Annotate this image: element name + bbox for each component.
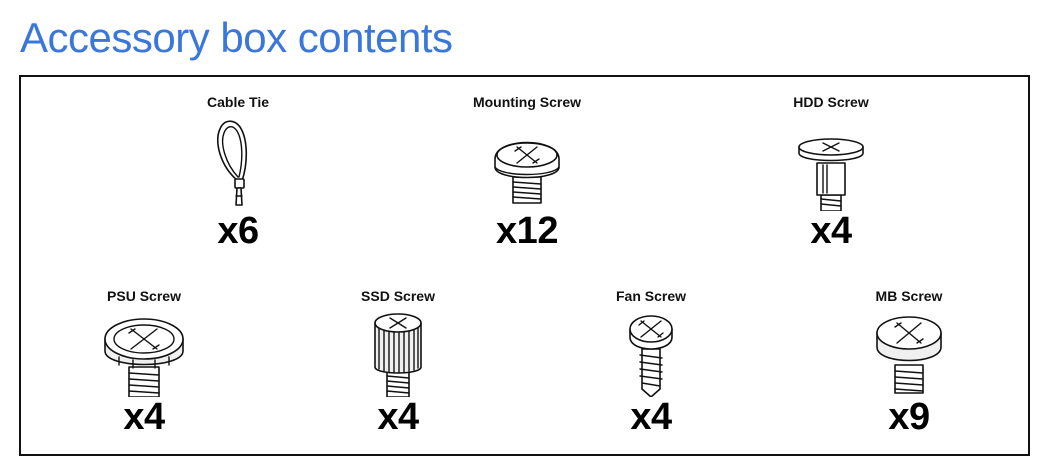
item-mb-screw: MB Screw x9 [799, 287, 1019, 437]
item-quantity: x4 [630, 396, 672, 438]
item-label: Cable Tie [207, 94, 269, 110]
item-label: Fan Screw [615, 288, 687, 304]
item-hdd-screw: HDD Screw x4 [721, 93, 941, 251]
item-label: HDD Screw [793, 94, 869, 110]
item-mounting-screw: Mounting Screw x12 [417, 93, 637, 251]
item-label: Mounting Screw [472, 94, 582, 110]
accessory-box: Cable Tie x6 Mounting Screw x12 HDD Scre… [19, 75, 1030, 456]
hdd-screw-icon [798, 138, 864, 211]
item-quantity: x4 [123, 396, 165, 438]
item-quantity: x6 [217, 210, 259, 252]
mb-screw-icon [876, 316, 942, 394]
mounting-screw-icon [494, 141, 560, 204]
item-quantity: x4 [810, 210, 852, 252]
fan-screw-icon [629, 315, 673, 397]
item-quantity: x9 [888, 396, 930, 438]
item-ssd-screw: SSD Screw x4 [288, 287, 508, 437]
item-quantity: x4 [377, 396, 419, 438]
psu-screw-icon [104, 318, 184, 397]
item-quantity: x12 [496, 210, 558, 252]
page-title: Accessory box contents [20, 14, 453, 61]
ssd-screw-icon [374, 313, 422, 397]
item-fan-screw: Fan Screw x4 [541, 287, 761, 437]
item-label: SSD Screw [361, 288, 435, 304]
item-cable-tie: Cable Tie x6 [128, 93, 348, 251]
item-psu-screw: PSU Screw x4 [34, 287, 254, 437]
item-label: PSU Screw [107, 288, 181, 304]
item-label: MB Screw [875, 288, 943, 304]
cable-tie-icon [216, 120, 248, 206]
